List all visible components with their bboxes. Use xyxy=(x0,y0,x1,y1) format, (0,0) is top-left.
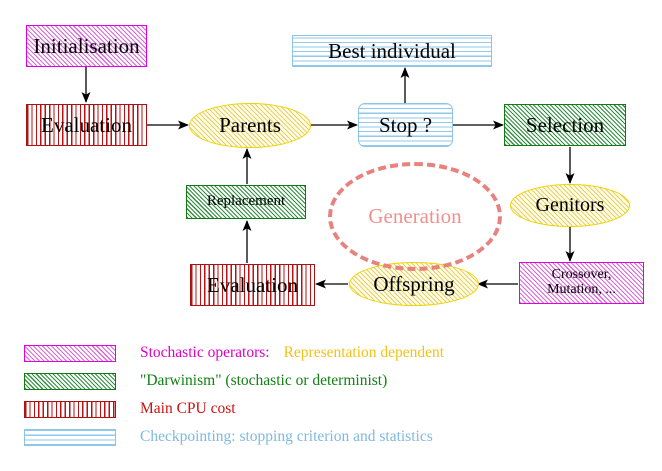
node-evaluation-bottom-label: Evaluation xyxy=(207,272,298,297)
node-best-individual[interactable]: Best individual xyxy=(292,35,492,67)
node-generation-label: Generation xyxy=(368,204,462,228)
legend-swatch-green-hatch xyxy=(24,372,116,390)
legend-label-stochastic: Stochastic operators: Representation depe… xyxy=(140,344,444,362)
node-initialisation[interactable]: Initialisation xyxy=(26,25,147,67)
legend-text-darwinism: "Darwinism" (stochastic or determinist) xyxy=(140,372,388,389)
node-crossover-line2: Mutation, ... xyxy=(547,282,616,297)
legend-swatch-red-vertical xyxy=(24,400,116,418)
legend: Stochastic operators: Representation depe… xyxy=(0,330,662,471)
node-evaluation-bottom[interactable]: Evaluation xyxy=(190,264,315,306)
node-selection[interactable]: Selection xyxy=(504,104,626,146)
node-generation-loop: Generation xyxy=(328,162,502,271)
legend-text-checkpointing: Checkpointing: stopping criterion and st… xyxy=(140,428,433,445)
node-offspring-label: Offspring xyxy=(373,271,455,296)
node-crossover-line1: Crossover, xyxy=(551,267,612,283)
legend-text-stochastic: Stochastic operators: xyxy=(140,344,270,361)
node-selection-label: Selection xyxy=(525,112,605,137)
legend-text-cpu: Main CPU cost xyxy=(140,400,236,417)
node-evaluation-top-label: Evaluation xyxy=(41,112,132,137)
legend-row-checkpointing: Checkpointing: stopping criterion and st… xyxy=(24,428,433,446)
node-replacement-label: Replacement xyxy=(206,193,286,210)
edge-layer xyxy=(81,67,575,289)
node-parents-label: Parents xyxy=(219,113,281,138)
legend-swatch-blue-horizontal xyxy=(24,428,116,446)
node-evaluation-top[interactable]: Evaluation xyxy=(26,104,147,146)
node-stop-label: Stop ? xyxy=(378,112,433,137)
node-parents[interactable]: Parents xyxy=(189,103,311,148)
node-replacement[interactable]: Replacement xyxy=(186,185,306,219)
legend-text-representation: Representation dependent xyxy=(283,344,445,361)
node-stop[interactable]: Stop ? xyxy=(358,103,453,147)
node-genitors[interactable]: Genitors xyxy=(510,184,630,227)
node-best-individual-label: Best individual xyxy=(328,38,456,63)
node-initialisation-label: Initialisation xyxy=(33,33,140,58)
legend-row-darwinism: "Darwinism" (stochastic or determinist) xyxy=(24,372,387,390)
node-offspring[interactable]: Offspring xyxy=(349,262,479,306)
legend-row-stochastic: Stochastic operators: Representation depe… xyxy=(24,344,444,362)
node-genitors-label: Genitors xyxy=(535,194,605,216)
legend-row-cpu: Main CPU cost xyxy=(24,400,236,418)
legend-swatch-magenta-hatch xyxy=(24,344,116,362)
node-crossover-mutation[interactable]: Crossover, Mutation, ... xyxy=(519,262,644,304)
